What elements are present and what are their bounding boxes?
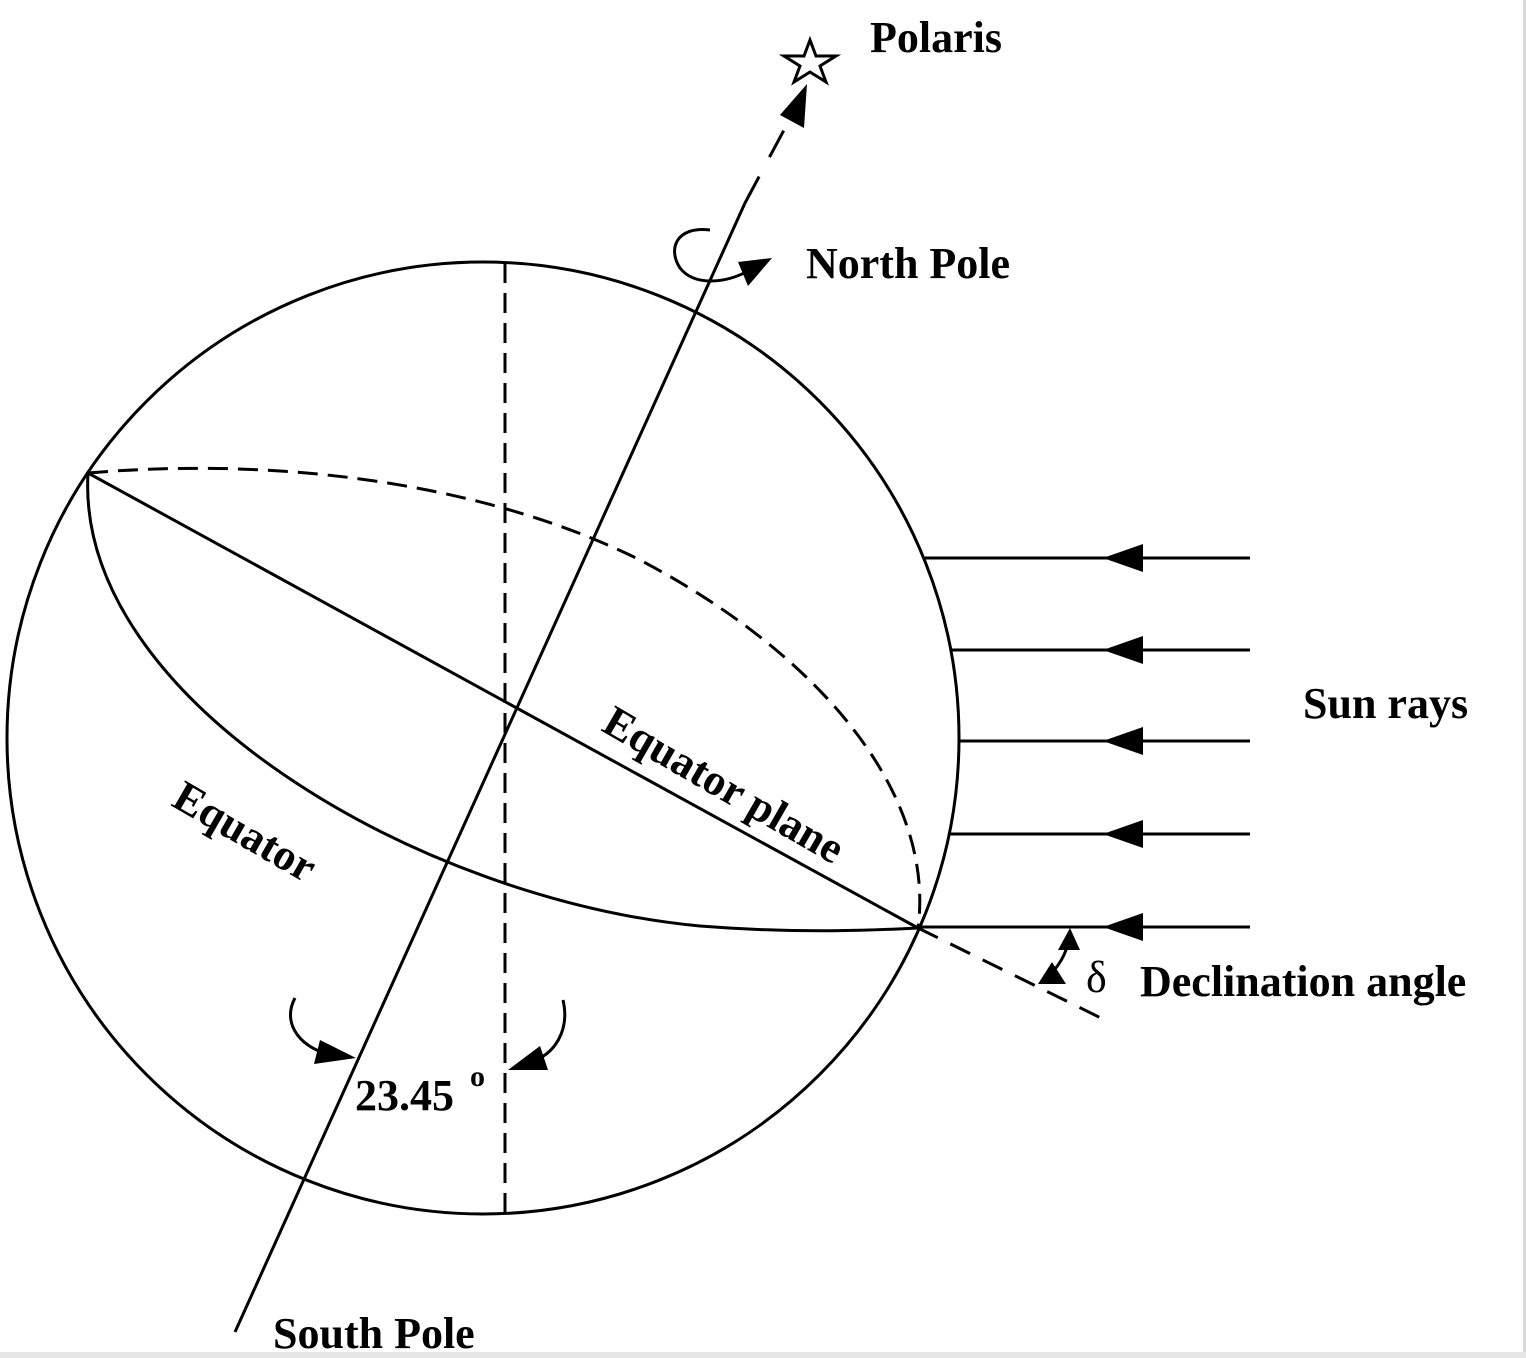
star-outline-icon — [778, 35, 842, 86]
tilt-angle-label: 23.45 — [355, 1071, 454, 1120]
declination-angle-label: Declination angle — [1140, 957, 1466, 1006]
rotation-arrowhead — [738, 258, 772, 286]
declination-arrowhead-bottom — [1038, 962, 1066, 984]
curved-arrow-icon — [673, 228, 751, 283]
polaris-arrowhead — [780, 84, 807, 128]
equator-back-arc — [87, 466, 922, 929]
equator-label: Equator — [165, 771, 325, 892]
north-pole-label: North Pole — [806, 239, 1010, 288]
equator-front-arc — [86, 472, 919, 933]
sun-rays-group — [918, 544, 1250, 941]
earth-axis — [233, 202, 747, 1333]
left-arrow-icon — [1103, 913, 1143, 941]
south-pole-label: South Pole — [273, 1309, 475, 1358]
earth-globe — [5, 260, 961, 1216]
delta-symbol: δ — [1086, 953, 1107, 1002]
equator-plane-extension — [917, 926, 1106, 1022]
polaris-label: Polaris — [870, 13, 1002, 62]
left-arrow-icon — [1103, 636, 1143, 664]
tilt-arrowhead-right — [508, 1046, 548, 1070]
equator-plane-line — [87, 471, 919, 930]
page-edge-bottom — [0, 1352, 1526, 1358]
declination-arrowhead-top — [1058, 928, 1080, 950]
equator-plane-label: Equator plane — [595, 696, 853, 873]
page-edge-right — [1523, 0, 1526, 1358]
axis-extension-to-polaris — [743, 99, 802, 204]
left-arrow-icon — [1103, 820, 1143, 848]
left-arrow-icon — [1103, 727, 1143, 755]
left-arrow-icon — [1103, 544, 1143, 572]
tilt-degree-mark: o — [470, 1060, 485, 1093]
sun-rays-label: Sun rays — [1303, 679, 1468, 728]
tilt-arrowhead-left — [314, 1040, 356, 1064]
